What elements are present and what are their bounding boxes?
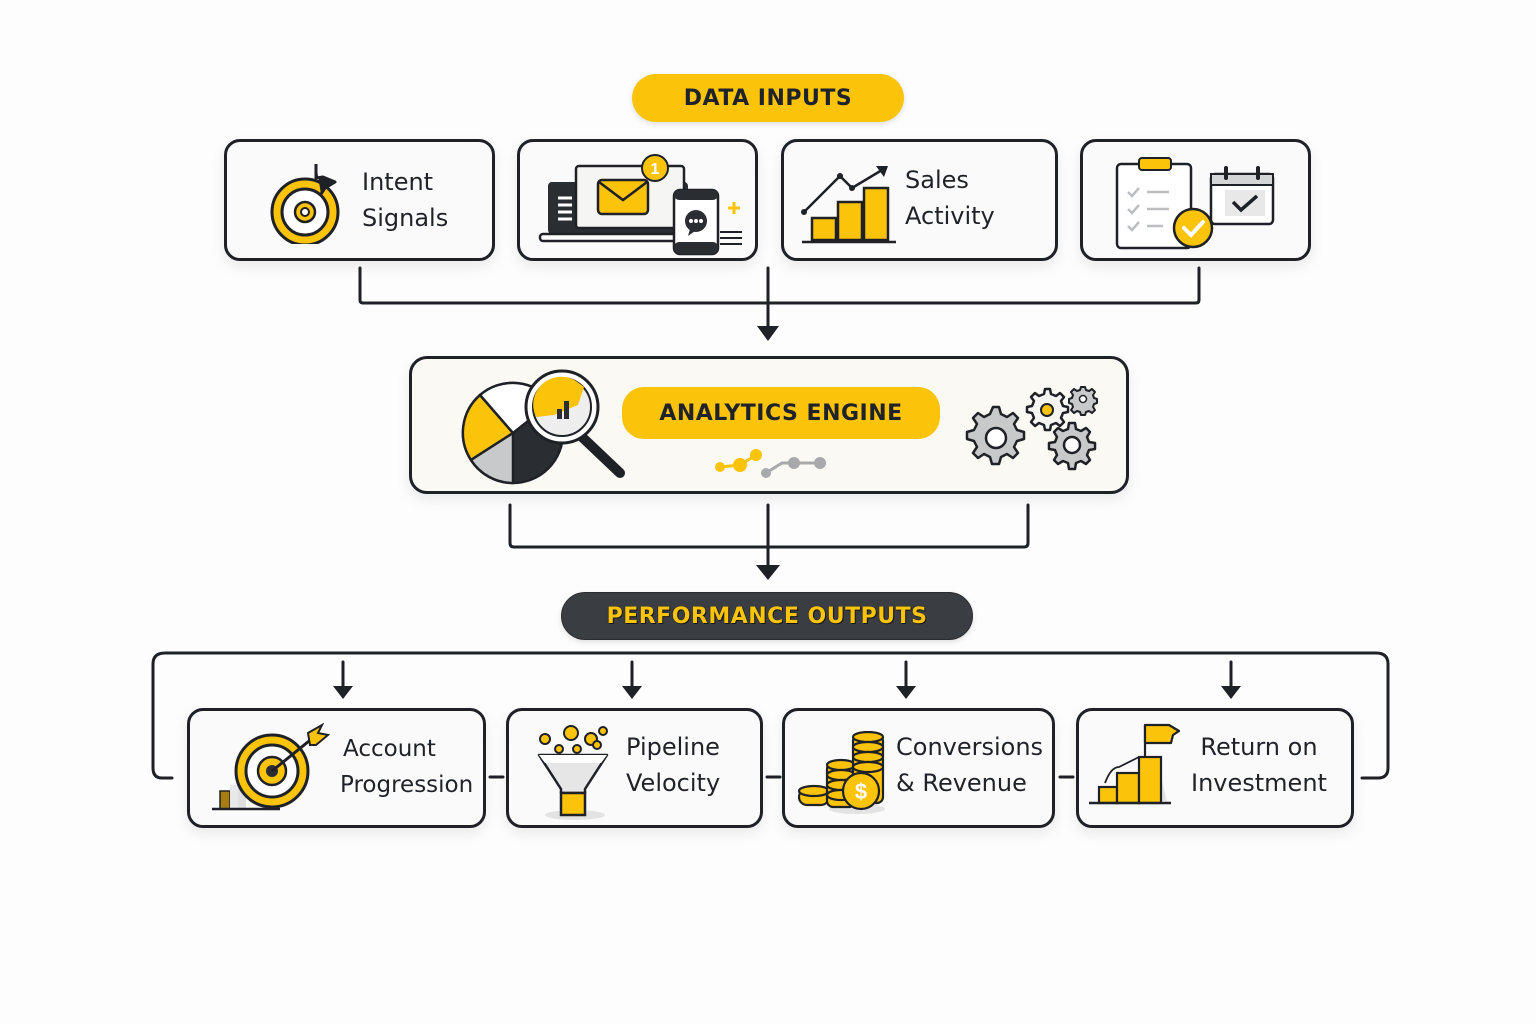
coin-stack-icon: $ [797,731,885,814]
engine-bracket [508,503,1030,549]
account-progression-label-2: Progression [340,772,474,798]
intent-signals-label-2: Signals [362,204,449,232]
target-dial-icon [270,164,340,244]
input-card-intent-signals[interactable]: Intent Signals [224,139,495,261]
output-card-return-on-investment[interactable]: Return on Investment [1076,708,1354,828]
roi-label-2: Investment [1191,769,1327,797]
arrowhead-engine [757,326,779,341]
analytics-engine-panel[interactable]: ANALYTICS ENGINE [409,356,1129,494]
funnel-icon [537,725,609,820]
input-card-tasks-calendar[interactable] [1080,139,1311,261]
input-card-sales-activity[interactable]: Sales Activity [781,139,1058,261]
notification-badge: 1 [651,161,660,178]
conversions-revenue-label-2: & Revenue [896,769,1027,797]
target-arrow-icon [212,723,331,811]
data-inputs-header: DATA INPUTS [632,74,904,122]
analytics-engine-title: ANALYTICS ENGINE [622,387,940,439]
data-path-icon [715,449,826,478]
intent-signals-label-1: Intent [362,168,434,196]
gears-icon [965,386,1098,471]
dollar-sign: $ [855,779,867,804]
account-progression-label-1: Account [343,736,436,762]
sales-activity-label-1: Sales [905,166,969,194]
input-card-multichannel[interactable]: 1 [517,139,758,261]
output-card-conversions-revenue[interactable]: $ Conversions & Revenue [782,708,1055,828]
sales-activity-label-2: Activity [905,202,995,230]
pipeline-velocity-label-2: Velocity [626,769,721,797]
devices-email-chat-icon: 1 [538,154,742,256]
pipeline-velocity-label-1: Pipeline [626,733,720,761]
inputs-bracket [358,266,1201,305]
output-card-account-progression[interactable]: Account Progression [187,708,486,828]
roi-label-1: Return on [1200,733,1318,761]
performance-outputs-header: PERFORMANCE OUTPUTS [561,592,973,640]
arrowhead-outputs [756,565,780,580]
bar-chart-trend-icon [801,166,896,244]
output-card-pipeline-velocity[interactable]: Pipeline Velocity [506,708,763,828]
pie-magnifier-icon [461,369,625,485]
conversions-revenue-label-1: Conversions [896,733,1044,761]
flag-steps-icon [1089,723,1181,805]
checklist-calendar-icon [1115,157,1275,250]
